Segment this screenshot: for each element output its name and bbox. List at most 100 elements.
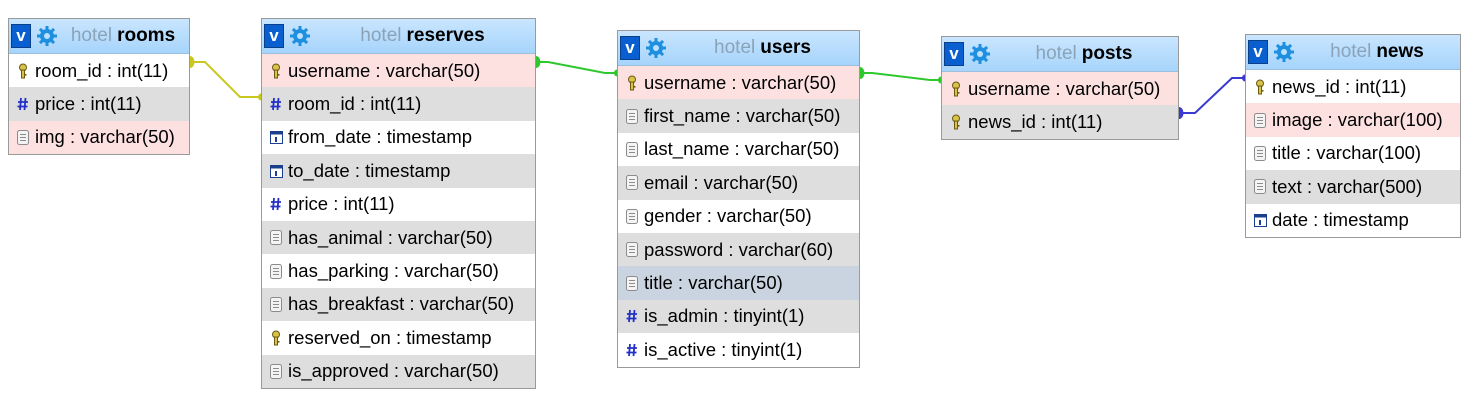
text-icon xyxy=(624,274,640,292)
text-icon xyxy=(624,107,640,125)
field-row[interactable]: date : timestamp xyxy=(1246,203,1460,237)
table-name: news xyxy=(1376,41,1424,62)
key-icon xyxy=(268,62,284,80)
field-row[interactable]: image : varchar(100) xyxy=(1246,103,1460,137)
field-row[interactable]: has_parking : varchar(50) xyxy=(262,254,535,288)
gear-icon[interactable] xyxy=(645,37,667,59)
field-row[interactable]: reserved_on : timestamp xyxy=(262,321,535,355)
number-icon xyxy=(15,95,31,113)
field-label: username : varchar(50) xyxy=(288,59,481,81)
field-label: img : varchar(50) xyxy=(35,126,175,148)
field-row[interactable]: has_breakfast : varchar(50) xyxy=(262,287,535,322)
key-icon xyxy=(268,329,284,347)
collapse-toggle-icon[interactable]: v xyxy=(11,24,31,48)
table-name: users xyxy=(760,37,811,58)
text-icon xyxy=(1252,178,1268,196)
text-icon xyxy=(624,140,640,158)
field-row[interactable]: news_id : int(11) xyxy=(942,105,1178,139)
gear-icon[interactable] xyxy=(969,43,991,65)
field-label: gender : varchar(50) xyxy=(644,205,812,227)
text-icon xyxy=(268,295,284,313)
gear-icon[interactable] xyxy=(36,25,58,47)
field-row[interactable]: room_id : int(11) xyxy=(9,54,189,88)
relation-line-posts-news[interactable] xyxy=(1179,77,1245,114)
collapse-toggle-icon[interactable]: v xyxy=(1248,40,1268,64)
field-label: price : int(11) xyxy=(35,93,142,115)
text-icon xyxy=(15,128,31,146)
field-row[interactable]: title : varchar(100) xyxy=(1246,136,1460,171)
field-row[interactable]: email : varchar(50) xyxy=(618,166,859,200)
field-label: has_parking : varchar(50) xyxy=(288,260,499,282)
field-row[interactable]: room_id : int(11) xyxy=(262,87,535,121)
field-label: first_name : varchar(50) xyxy=(644,105,841,127)
field-label: last_name : varchar(50) xyxy=(644,138,840,160)
field-label: news_id : int(11) xyxy=(1272,75,1407,97)
field-label: news_id : int(11) xyxy=(968,111,1103,133)
field-row[interactable]: text : varchar(500) xyxy=(1246,170,1460,204)
field-row[interactable]: has_animal : varchar(50) xyxy=(262,220,535,255)
gear-icon[interactable] xyxy=(1273,41,1295,63)
field-row[interactable]: title : varchar(50) xyxy=(618,266,859,300)
field-row[interactable]: price : int(11) xyxy=(9,87,189,121)
field-row[interactable]: to_date : timestamp xyxy=(262,154,535,188)
text-icon xyxy=(1252,111,1268,129)
key-icon xyxy=(624,74,640,92)
field-row[interactable]: username : varchar(50) xyxy=(262,54,535,88)
field-row[interactable]: username : varchar(50) xyxy=(942,72,1178,106)
field-row[interactable]: from_date : timestamp xyxy=(262,120,535,155)
relation-line-rooms-reserves[interactable] xyxy=(190,61,261,98)
field-row[interactable]: username : varchar(50) xyxy=(618,66,859,100)
field-label: is_approved : varchar(50) xyxy=(288,360,499,382)
field-label: has_breakfast : varchar(50) xyxy=(288,293,515,315)
relation-line-reserves-users[interactable] xyxy=(536,61,617,74)
field-label: email : varchar(50) xyxy=(644,171,799,193)
field-label: date : timestamp xyxy=(1272,209,1409,231)
field-row[interactable]: price : int(11) xyxy=(262,187,535,221)
field-label: title : varchar(100) xyxy=(1272,142,1422,164)
collapse-toggle-icon[interactable]: v xyxy=(264,24,284,48)
field-label: title : varchar(50) xyxy=(644,272,783,294)
gear-icon[interactable] xyxy=(289,25,311,47)
field-row[interactable]: gender : varchar(50) xyxy=(618,199,859,233)
field-label: room_id : int(11) xyxy=(35,59,169,81)
table-name: rooms xyxy=(117,25,176,46)
field-label: room_id : int(11) xyxy=(288,93,422,115)
field-row[interactable]: last_name : varchar(50) xyxy=(618,132,859,167)
relation-line-users-posts[interactable] xyxy=(860,72,941,81)
field-row[interactable]: password : varchar(60) xyxy=(618,232,859,267)
number-icon xyxy=(268,95,284,113)
text-icon xyxy=(268,262,284,280)
field-label: text : varchar(500) xyxy=(1272,175,1423,197)
database-name: hotel xyxy=(714,37,756,58)
field-row[interactable]: is_approved : varchar(50) xyxy=(262,354,535,388)
field-label: password : varchar(60) xyxy=(644,238,834,260)
key-icon xyxy=(1252,78,1268,96)
field-row[interactable]: is_active : tinyint(1) xyxy=(618,333,859,367)
field-label: image : varchar(100) xyxy=(1272,109,1443,131)
number-icon xyxy=(268,195,284,213)
table-name: posts xyxy=(1081,43,1133,64)
database-name: hotel xyxy=(70,25,113,46)
collapse-toggle-icon[interactable]: v xyxy=(620,36,640,60)
field-row[interactable]: is_admin : tinyint(1) xyxy=(618,299,859,334)
field-row[interactable]: first_name : varchar(50) xyxy=(618,99,859,133)
field-row[interactable]: news_id : int(11) xyxy=(1246,70,1460,104)
collapse-toggle-icon[interactable]: v xyxy=(944,42,964,66)
field-row[interactable]: img : varchar(50) xyxy=(9,120,189,155)
number-icon xyxy=(624,307,640,325)
number-icon xyxy=(624,341,640,359)
field-label: username : varchar(50) xyxy=(644,71,837,93)
